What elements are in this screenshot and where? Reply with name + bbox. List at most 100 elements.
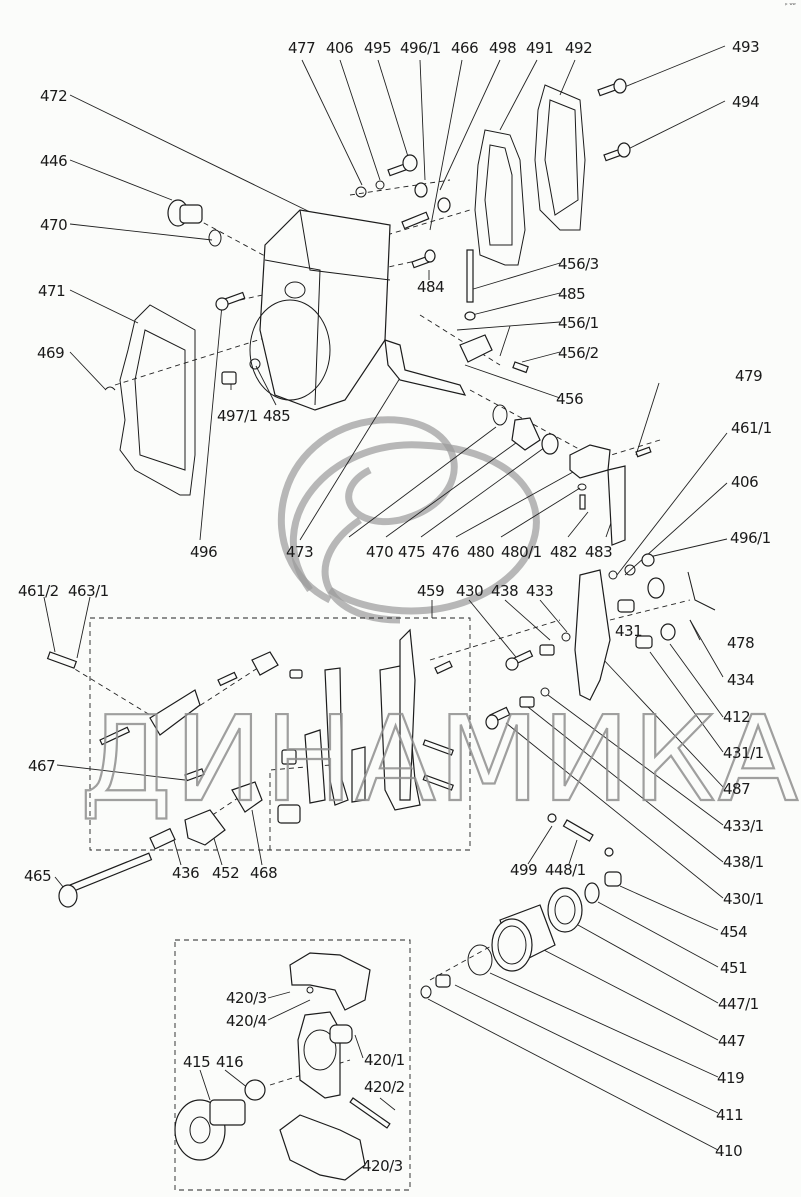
label-499: 499 — [510, 861, 537, 879]
subassembly-459-box — [89, 617, 471, 851]
label-436: 436 — [172, 864, 199, 882]
label-452: 452 — [212, 864, 239, 882]
part-rod — [99, 726, 131, 746]
part-411-bushing — [435, 974, 451, 988]
label-446: 446 — [40, 152, 67, 170]
part-438 — [539, 644, 555, 656]
part-470 — [208, 229, 222, 247]
label-470: 470 — [40, 216, 67, 234]
label-461-2: 461/2 — [18, 582, 59, 600]
part-448-1-pin — [562, 819, 594, 842]
label-496: 496 — [190, 543, 217, 561]
label-461-1: 461/1 — [731, 419, 772, 437]
part-466-spring — [401, 211, 430, 230]
part-478-spring — [687, 571, 716, 611]
label-480-1: 480/1 — [501, 543, 542, 561]
part-497-1 — [221, 371, 237, 385]
label-451: 451 — [720, 959, 747, 977]
label-463-1: 463/1 — [68, 582, 109, 600]
label-438: 438 — [491, 582, 518, 600]
label-477: 477 — [288, 39, 315, 57]
label-466: 466 — [451, 39, 478, 57]
label-483: 483 — [585, 543, 612, 561]
part-492-cover — [534, 84, 586, 231]
part-420-2-pin — [349, 1097, 391, 1129]
part-496-bolt — [215, 291, 246, 311]
label-448-1: 448/1 — [545, 861, 586, 879]
part-406b-ring — [608, 570, 618, 580]
part-479-screw — [635, 446, 652, 458]
label-431-1: 431/1 — [723, 744, 764, 762]
label-473: 473 — [286, 543, 313, 561]
label-467: 467 — [28, 757, 55, 775]
label-454: 454 — [720, 923, 747, 941]
label-484: 484 — [417, 278, 444, 296]
part-499 — [547, 813, 557, 823]
label-465: 465 — [24, 867, 51, 885]
part-block-small — [251, 651, 279, 676]
part-468-block — [231, 781, 263, 813]
subassembly-420-box — [174, 939, 411, 1191]
part-482-screw — [579, 494, 586, 510]
label-472: 472 — [40, 87, 67, 105]
part-465-bolt — [58, 852, 153, 908]
label-498: 498 — [489, 39, 516, 57]
label-495: 495 — [364, 39, 391, 57]
parts — [46, 78, 716, 1181]
label-482: 482 — [550, 543, 577, 561]
leader-lines — [43, 45, 728, 1166]
part-420-3-top — [289, 952, 371, 1011]
label-480: 480 — [467, 543, 494, 561]
label-485b: 485 — [263, 407, 290, 425]
part-447-hub — [491, 904, 556, 972]
part-labels: 472 446 470 471 469 477 406 495 496/1 46… — [18, 38, 772, 1175]
label-470b: 470 — [366, 543, 393, 561]
part-430-1-pin — [485, 706, 511, 730]
part-473-shaft — [384, 339, 467, 396]
label-420-4: 420/4 — [226, 1012, 267, 1030]
label-420-1: 420/1 — [364, 1051, 405, 1069]
part-436-spring — [149, 827, 176, 850]
label-493: 493 — [732, 38, 759, 56]
label-485: 485 — [558, 285, 585, 303]
label-438-1: 438/1 — [723, 853, 764, 871]
part-447-1-bearing — [547, 887, 583, 933]
watermark: ДИНАМИКА 76 — [80, 690, 801, 828]
label-456: 456 — [556, 390, 583, 408]
part-475-boot — [511, 417, 541, 451]
label-411: 411 — [716, 1106, 743, 1124]
label-433-1: 433/1 — [723, 817, 764, 835]
label-431: 431 — [615, 622, 642, 640]
label-430: 430 — [456, 582, 483, 600]
label-494: 494 — [732, 93, 759, 111]
label-412: 412 — [723, 708, 750, 726]
label-420-3b: 420/3 — [362, 1157, 403, 1175]
part-485b — [249, 358, 261, 370]
part-470b-ring — [492, 404, 508, 426]
part-446 — [167, 199, 203, 227]
part-410-clip — [420, 985, 432, 999]
label-456-3: 456/3 — [558, 255, 599, 273]
label-416: 416 — [216, 1053, 243, 1071]
label-459: 459 — [417, 582, 444, 600]
part-434 — [647, 577, 665, 599]
part-484 — [411, 249, 436, 269]
part-485-nut — [464, 311, 476, 321]
part-406-ring — [375, 180, 385, 190]
label-479: 479 — [735, 367, 762, 385]
label-468: 468 — [250, 864, 277, 882]
part-433 — [561, 632, 571, 642]
label-415: 415 — [183, 1053, 210, 1071]
label-406b: 406 — [731, 473, 758, 491]
part-416-clamp — [244, 1079, 266, 1101]
part-456-3-screw — [466, 249, 474, 303]
label-410: 410 — [715, 1142, 742, 1160]
part-467-spring — [184, 768, 205, 782]
label-487: 487 — [723, 780, 750, 798]
label-469: 469 — [37, 344, 64, 362]
label-447-1: 447/1 — [718, 995, 759, 1013]
part-430-screw — [505, 649, 534, 671]
label-497-1: 497/1 — [217, 407, 258, 425]
part-496-1-nut — [414, 182, 428, 198]
